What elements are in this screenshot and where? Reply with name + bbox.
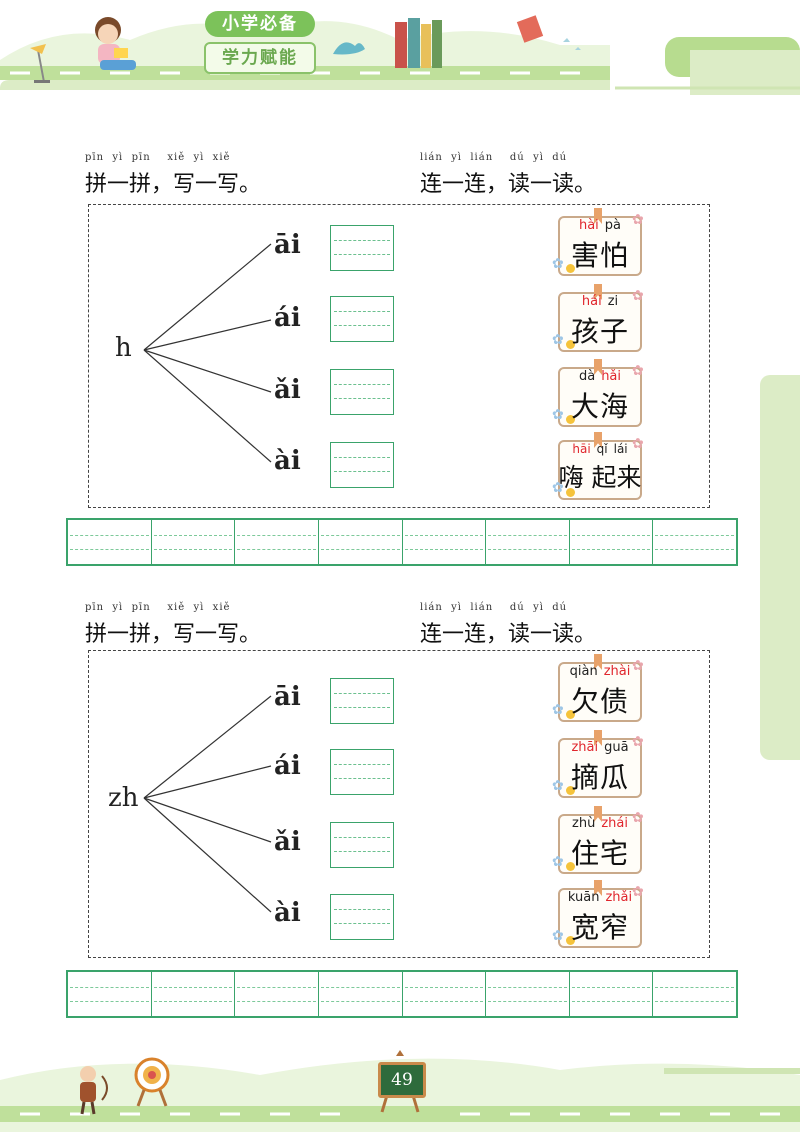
grid-cell[interactable] bbox=[403, 972, 487, 1016]
rime-label: ǎi bbox=[274, 375, 301, 405]
card-pinyin: zhái bbox=[601, 816, 628, 831]
card-pinyin: qǐ bbox=[596, 442, 608, 456]
books-decoration bbox=[333, 15, 581, 68]
writing-box[interactable] bbox=[330, 822, 394, 868]
card-pinyin: lái bbox=[613, 442, 628, 456]
grid-cell[interactable] bbox=[653, 520, 736, 564]
left-instruction-pinyin: pīn yì pīn xiě yì xiě bbox=[85, 152, 231, 163]
left-instruction: 拼一拼，写一写。 bbox=[85, 622, 262, 647]
rime-label: āi bbox=[274, 230, 301, 260]
card-hanzi: 欠债 bbox=[570, 685, 629, 718]
exercise-box bbox=[88, 204, 710, 508]
card-pinyin: zhài bbox=[603, 664, 631, 679]
connector-lines bbox=[143, 243, 272, 463]
card-pinyin: qiàn bbox=[569, 664, 598, 679]
right-instruction: 连一连，读一读。 bbox=[420, 172, 597, 197]
page-number: 49 bbox=[378, 1062, 426, 1098]
connector-lines bbox=[143, 695, 272, 913]
grid-cell[interactable] bbox=[235, 972, 319, 1016]
right-instruction-pinyin: lián yì lián dú yì dú bbox=[420, 602, 568, 613]
card-pinyin: zhāi bbox=[571, 740, 599, 755]
card-pinyin: hāi bbox=[572, 442, 591, 456]
card-pinyin: kuān bbox=[567, 890, 600, 905]
card-pinyin: zi bbox=[607, 294, 619, 309]
writing-box[interactable] bbox=[330, 678, 394, 724]
grid-cell[interactable] bbox=[653, 972, 736, 1016]
grid-cell[interactable] bbox=[319, 972, 403, 1016]
card-pinyin: hǎi bbox=[601, 369, 622, 384]
card-hanzi: 嗨 起来 bbox=[558, 463, 642, 492]
writing-box[interactable] bbox=[330, 894, 394, 940]
grid-cell[interactable] bbox=[570, 520, 654, 564]
side-tab-decoration bbox=[760, 375, 800, 760]
grid-cell[interactable] bbox=[486, 520, 570, 564]
rime-label: ái bbox=[274, 303, 301, 333]
brand-title-bottom: 学力赋能 bbox=[204, 42, 316, 74]
card-hanzi: 大海 bbox=[570, 390, 629, 423]
card-pinyin: dà bbox=[578, 369, 596, 384]
rime-label: āi bbox=[274, 682, 301, 712]
card-pinyin: zhù bbox=[572, 816, 596, 831]
card-hanzi: 宽窄 bbox=[570, 911, 629, 944]
card-pinyin: guā bbox=[604, 740, 629, 755]
rime-label: ài bbox=[274, 446, 301, 476]
rime-label: ái bbox=[274, 751, 301, 781]
initial-consonant: h bbox=[115, 333, 132, 363]
practice-grid[interactable] bbox=[66, 970, 738, 1018]
writing-box[interactable] bbox=[330, 296, 394, 342]
brand-title-top: 小学必备 bbox=[205, 11, 315, 37]
grid-cell[interactable] bbox=[152, 972, 236, 1016]
exercise-box bbox=[88, 650, 710, 958]
initial-consonant: zh bbox=[108, 783, 139, 813]
page-header: 小学必备 学力赋能 bbox=[0, 0, 800, 95]
card-hanzi: 摘瓜 bbox=[570, 761, 629, 794]
card-pinyin: pà bbox=[604, 218, 622, 233]
grid-cell[interactable] bbox=[68, 972, 152, 1016]
practice-grid[interactable] bbox=[66, 518, 738, 566]
card-pinyin: zhǎi bbox=[605, 890, 633, 905]
right-instruction-pinyin: lián yì lián dú yì dú bbox=[420, 152, 568, 163]
rime-label: ǎi bbox=[274, 827, 301, 857]
left-instruction: 拼一拼，写一写。 bbox=[85, 172, 262, 197]
writing-box[interactable] bbox=[330, 442, 394, 488]
grid-cell[interactable] bbox=[235, 520, 319, 564]
writing-box[interactable] bbox=[330, 749, 394, 795]
right-instruction: 连一连，读一读。 bbox=[420, 622, 597, 647]
card-hanzi: 孩子 bbox=[570, 315, 629, 348]
grid-cell[interactable] bbox=[68, 520, 152, 564]
writing-box[interactable] bbox=[330, 225, 394, 271]
left-instruction-pinyin: pīn yì pīn xiě yì xiě bbox=[85, 602, 231, 613]
card-hanzi: 住宅 bbox=[570, 837, 629, 870]
grid-cell[interactable] bbox=[152, 520, 236, 564]
grid-cell[interactable] bbox=[486, 972, 570, 1016]
card-pinyin: hái bbox=[581, 294, 602, 309]
rime-label: ài bbox=[274, 898, 301, 928]
grid-cell[interactable] bbox=[570, 972, 654, 1016]
grid-cell[interactable] bbox=[403, 520, 487, 564]
grid-cell[interactable] bbox=[319, 520, 403, 564]
girl-reading-illustration bbox=[30, 17, 136, 83]
card-hanzi: 害怕 bbox=[570, 239, 629, 272]
card-pinyin: hài bbox=[578, 218, 599, 233]
writing-box[interactable] bbox=[330, 369, 394, 415]
